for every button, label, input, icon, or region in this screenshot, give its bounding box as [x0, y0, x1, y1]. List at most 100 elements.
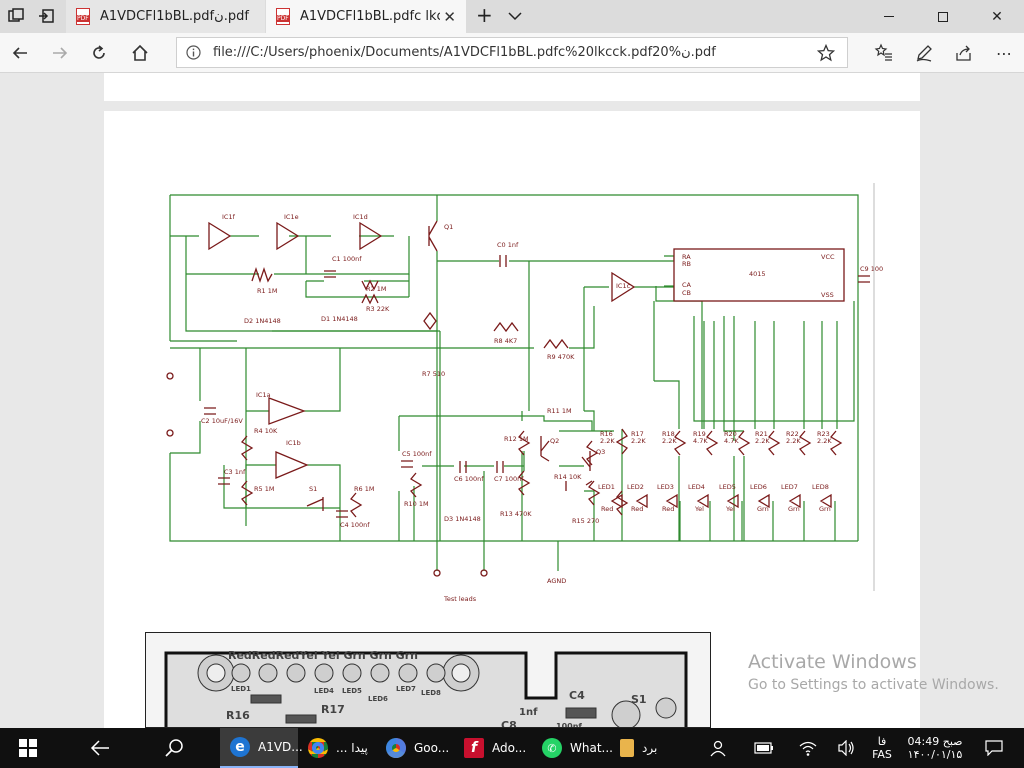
start-button[interactable] — [0, 728, 56, 768]
add-notes-button[interactable] — [912, 41, 936, 65]
refresh-button[interactable] — [87, 41, 111, 65]
pcb-part-label: C8 — [501, 719, 517, 728]
set-aside-tabs-icon[interactable] — [38, 8, 54, 24]
component-label: C7 100nf — [494, 475, 524, 483]
back-button-taskbar[interactable] — [76, 728, 124, 768]
component-label: Test leads — [443, 595, 477, 603]
taskbar-app-chrome-2[interactable]: Goo... — [376, 728, 454, 768]
pdf-page-previous — [104, 73, 920, 101]
tab-1[interactable]: A1VDCFl1bBL.pdfن.pdf — [66, 0, 265, 33]
led-color: Grn — [819, 505, 831, 513]
battery-indicator[interactable] — [752, 728, 776, 768]
home-icon — [132, 44, 148, 61]
pdf-icon — [276, 8, 290, 25]
led-color: Red — [631, 505, 643, 513]
led-color: Grn — [788, 505, 800, 513]
ic-label: IC1e — [284, 213, 299, 221]
volume-indicator[interactable] — [834, 728, 858, 768]
component-label: C9 100 — [860, 265, 883, 273]
ic-label: IC1c — [616, 282, 631, 290]
clock-date: ۱۴۰۰/۰۱/۱۵ — [907, 748, 963, 761]
close-window-button[interactable]: ✕ — [970, 0, 1024, 33]
pcb-part-label: R17 — [321, 703, 345, 716]
chip-pin: VCC — [821, 253, 835, 261]
component-label: C0 1nf — [497, 241, 519, 249]
taskbar-app-label: What... — [570, 741, 613, 755]
tab-2-title: A1VDCFl1bBL.pdfc lkcck — [300, 9, 440, 24]
component-label: R5 1M — [254, 485, 274, 493]
taskbar-app-label: ... پیدا — [336, 741, 368, 755]
back-button[interactable] — [8, 41, 32, 65]
led-label: LED5 — [719, 483, 736, 491]
url-text: file:///C:/Users/phoenix/Documents/A1VDC… — [213, 45, 716, 60]
close-tab-icon[interactable]: ✕ — [443, 8, 456, 26]
pcb-color-labels: RedRedRedYel Yel Grn Grn Grn — [228, 649, 418, 662]
taskbar-app-folder[interactable]: برد — [610, 728, 680, 768]
component-label: R15 270 — [572, 517, 599, 525]
chip-pin: RB — [682, 260, 691, 268]
pcb-led-label: LED6 — [368, 695, 388, 703]
tab-1-title: A1VDCFl1bBL.pdfن.pdf — [100, 9, 249, 24]
url-field[interactable]: file:///C:/Users/phoenix/Documents/A1VDC… — [176, 37, 848, 68]
pcb-part-label: 1nf — [519, 707, 538, 718]
close-icon: ✕ — [991, 8, 1003, 25]
pcb-part-label: R16 — [226, 709, 250, 722]
taskbar-app-chrome-1[interactable]: ... پیدا — [298, 728, 376, 768]
resistor-value: 2.2K — [631, 437, 646, 445]
taskbar-app-label: برد — [642, 741, 658, 755]
clock[interactable]: 04:49 صبح ۱۴۰۰/۰۱/۱۵ — [902, 728, 968, 768]
pcb-part-label: S1 — [631, 693, 647, 706]
more-icon: ⋯ — [996, 43, 1012, 63]
transistor-label: Q3 — [596, 448, 605, 456]
favorites-hub-button[interactable] — [872, 41, 896, 65]
taskbar-app-adobe[interactable]: f Ado... — [454, 728, 532, 768]
pcb-led-label: LED7 — [396, 685, 416, 693]
component-label: R11 1M — [547, 407, 572, 415]
pcb-drawing: RedRedRedYel Yel Grn Grn Grn LED1 LED4 L… — [164, 649, 688, 728]
component-label: C6 100nf — [454, 475, 484, 483]
chrome-icon — [308, 738, 328, 758]
taskbar: e A1VD... ... پیدا Goo... f Ado... ✆ Wha… — [0, 728, 1024, 768]
led-label: LED2 — [627, 483, 644, 491]
led-label: LED6 — [750, 483, 767, 491]
watermark-subtitle: Go to Settings to activate Windows. — [748, 677, 999, 693]
share-button[interactable] — [952, 41, 976, 65]
favorite-star-icon[interactable] — [816, 43, 836, 66]
refresh-icon — [93, 45, 105, 59]
forward-button[interactable] — [48, 41, 72, 65]
taskbar-app-whatsapp[interactable]: ✆ What... — [532, 728, 613, 768]
led-color: Grn — [757, 505, 769, 513]
back-arrow-icon — [90, 740, 109, 756]
minimize-button[interactable] — [862, 0, 916, 33]
component-label: R7 510 — [422, 370, 445, 378]
network-indicator[interactable] — [796, 728, 820, 768]
resistor-label: R23 — [817, 430, 830, 438]
search-button[interactable] — [150, 728, 198, 768]
maximize-icon — [938, 11, 948, 22]
action-center-button[interactable] — [982, 728, 1006, 768]
watermark-title: Activate Windows — [748, 651, 917, 673]
schematic-diagram: IC1f IC1e IC1d IC1a IC1b IC1c Q1 Q2 Q3 4… — [166, 183, 883, 603]
ic-label: IC1a — [256, 391, 271, 399]
taskbar-app-edge[interactable]: e A1VD... — [220, 728, 303, 768]
chevron-down-icon[interactable] — [507, 8, 523, 24]
tab-actions-icon[interactable] — [8, 8, 24, 24]
maximize-button[interactable] — [916, 0, 970, 33]
more-menu-button[interactable]: ⋯ — [992, 41, 1016, 65]
info-icon[interactable] — [186, 45, 201, 64]
resistor-label: R20 — [724, 430, 737, 438]
notification-icon — [985, 740, 1003, 756]
taskbar-app-label: A1VD... — [258, 740, 303, 754]
people-button[interactable] — [706, 728, 730, 768]
resistor-value: 2.2K — [755, 437, 770, 445]
address-bar: file:///C:/Users/phoenix/Documents/A1VDC… — [0, 33, 1024, 73]
pdf-viewer[interactable]: IC1f IC1e IC1d IC1a IC1b IC1c Q1 Q2 Q3 4… — [0, 73, 1024, 728]
home-button[interactable] — [128, 41, 152, 65]
input-language-button[interactable]: فا FAS — [864, 728, 900, 768]
resistor-label: R21 — [755, 430, 768, 438]
wifi-icon — [799, 741, 817, 756]
back-arrow-icon — [12, 47, 27, 59]
plus-icon[interactable]: + — [476, 3, 493, 27]
tab-2[interactable]: A1VDCFl1bBL.pdfc lkcck ✕ — [266, 0, 466, 33]
pcb-part-label: C4 — [569, 689, 585, 702]
